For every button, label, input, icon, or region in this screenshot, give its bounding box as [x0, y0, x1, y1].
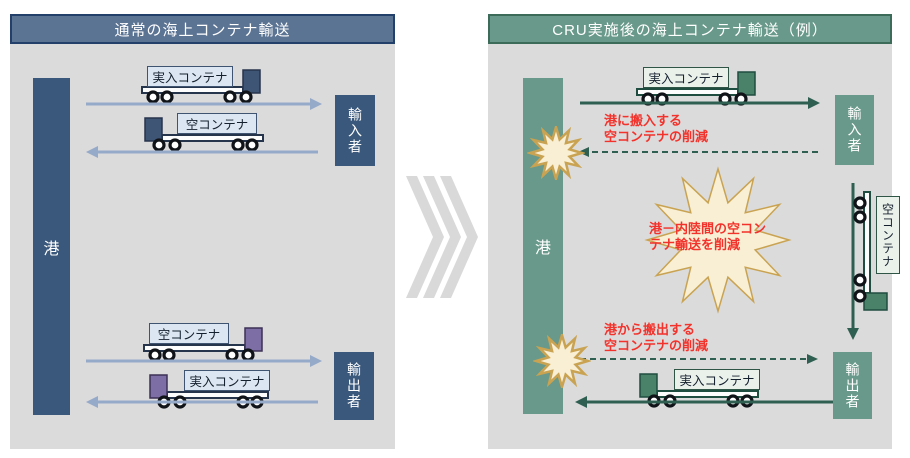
truck-icon — [143, 327, 263, 362]
panel-title-normal: 通常の海上コンテナ輸送 — [10, 14, 395, 44]
note-inland-reduction: 港－内陸間の空コン テナ輸送を削減 — [649, 221, 767, 252]
burst-icon — [631, 166, 805, 314]
truck-icon — [144, 117, 264, 152]
container-label-loaded: 実入コンテナ — [184, 370, 270, 391]
truck-icon — [853, 191, 888, 311]
container-label-loaded: 実入コンテナ — [674, 369, 760, 390]
panel-title-cru: CRU実施後の海上コンテナ輸送（例） — [488, 14, 892, 44]
port-bar-left: 港 — [33, 78, 70, 415]
truck-icon — [141, 69, 261, 104]
arrow-right-icon — [86, 98, 322, 110]
dashed-arrow-right-icon — [580, 354, 818, 364]
exporter-box-left: 輸出者 — [334, 352, 374, 420]
dashed-arrow-left-icon — [578, 147, 818, 157]
transition-chevron-icon — [406, 176, 478, 298]
importer-box-left: 輸入者 — [335, 95, 375, 166]
arrow-right-icon — [580, 97, 820, 109]
arrow-down-icon — [847, 183, 859, 340]
container-label-loaded: 実入コンテナ — [147, 66, 233, 87]
container-label-empty: 空コンテナ — [177, 113, 257, 134]
container-label-empty: 空コンテナ — [149, 323, 229, 344]
arrow-right-icon — [86, 355, 322, 367]
importer-box-right: 輸入者 — [835, 95, 874, 165]
burst-icon — [527, 126, 585, 180]
truck-icon — [636, 71, 756, 106]
arrow-left-icon — [575, 396, 833, 408]
exporter-box-right: 輸出者 — [833, 352, 872, 419]
container-label-empty: 空コンテナ — [876, 196, 900, 274]
container-label-loaded: 実入コンテナ — [643, 67, 729, 88]
arrow-left-icon — [86, 396, 318, 408]
arrow-left-icon — [86, 146, 318, 158]
burst-icon — [533, 334, 591, 388]
note-import-reduction: 港に搬入する 空コンテナの削減 — [604, 113, 709, 144]
note-export-reduction: 港から搬出する 空コンテナの削減 — [604, 322, 709, 353]
